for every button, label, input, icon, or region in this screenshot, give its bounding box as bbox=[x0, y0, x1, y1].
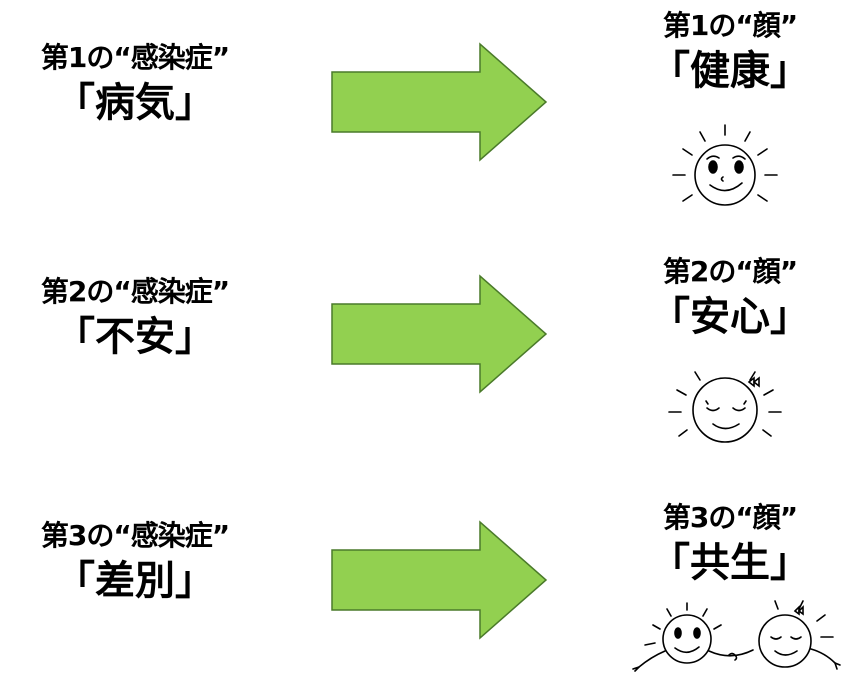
infection-name: 「差別」 bbox=[55, 558, 215, 604]
arrow-right-icon bbox=[331, 274, 548, 394]
face-block-1: 第1の“顔” 「健康」 bbox=[618, 8, 842, 98]
face-name: 「共生」 bbox=[650, 540, 810, 586]
infection-block-2: 第2の“感染症” 「不安」 bbox=[0, 274, 270, 364]
infection-block-3: 第3の“感染症” 「差別」 bbox=[0, 518, 270, 608]
face-name: 「健康」 bbox=[650, 48, 810, 94]
face-label: 第1の“顔” bbox=[662, 9, 798, 42]
peaceful-sun-face-icon bbox=[668, 371, 782, 443]
infection-label: 第1の“感染症” bbox=[40, 41, 230, 74]
smiling-sun-face-icon bbox=[672, 124, 778, 206]
infection-label: 第2の“感染症” bbox=[40, 275, 230, 308]
arrow-right-icon bbox=[331, 42, 548, 162]
holding-hands-sun-faces-icon bbox=[632, 600, 841, 672]
face-label: 第2の“顔” bbox=[662, 255, 798, 288]
face-block-2: 第2の“顔” 「安心」 bbox=[618, 254, 842, 344]
face-label: 第3の“顔” bbox=[662, 501, 798, 534]
infection-block-1: 第1の“感染症” 「病気」 bbox=[0, 40, 270, 130]
row-2: 第2の“感染症” 「不安」 第2の“顔” 「安心」 bbox=[0, 224, 842, 448]
infection-name: 「不安」 bbox=[55, 314, 215, 360]
row-1: 第1の“感染症” 「病気」 第1の“顔” 「健康」 bbox=[0, 0, 842, 224]
arrow-right-icon bbox=[331, 520, 548, 640]
face-name: 「安心」 bbox=[650, 294, 810, 340]
infection-label: 第3の“感染症” bbox=[40, 519, 230, 552]
infection-name: 「病気」 bbox=[55, 80, 215, 126]
face-block-3: 第3の“顔” 「共生」 bbox=[618, 500, 842, 590]
row-3: 第3の“感染症” 「差別」 第3の“顔” 「共生」 bbox=[0, 448, 842, 672]
